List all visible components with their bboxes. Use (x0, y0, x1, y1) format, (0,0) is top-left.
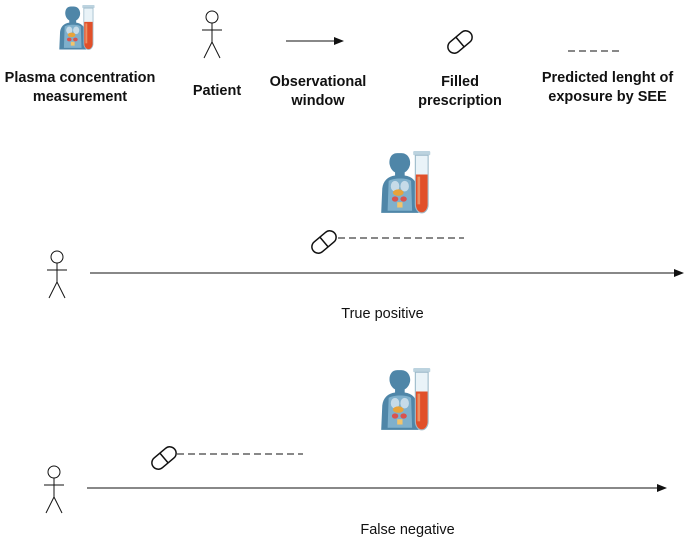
pill-capsule-icon (308, 226, 340, 258)
pill-capsule-icon (444, 26, 476, 58)
exposure-dashed-line (177, 453, 303, 455)
legend-patient-label: Patient (192, 83, 242, 99)
body-with-blood-tube-icon (378, 148, 442, 218)
observational-window-arrow (87, 484, 667, 492)
stick-figure-icon (42, 458, 66, 522)
body-with-blood-tube-icon (378, 365, 442, 435)
dashed-line-icon (568, 50, 620, 52)
scenario-caption: True positive (341, 306, 424, 322)
legend-window-label: Observational window (269, 74, 367, 109)
stick-figure-icon (45, 243, 69, 307)
legend-exposure-label: Predicted lenght of exposure by SEE (541, 70, 674, 105)
exposure-dashed-line (338, 237, 464, 239)
pill-capsule-icon (148, 442, 180, 474)
observational-window-arrow (90, 269, 684, 277)
stick-figure-icon (200, 4, 224, 66)
legend-prescription-label: Filled prescription (418, 74, 502, 109)
arrow-right-icon (286, 37, 344, 45)
scenario-caption: False negative (360, 522, 455, 538)
legend-plasma-label: Plasma concentration measurement (4, 70, 156, 105)
body-with-blood-tube-icon (57, 3, 103, 53)
